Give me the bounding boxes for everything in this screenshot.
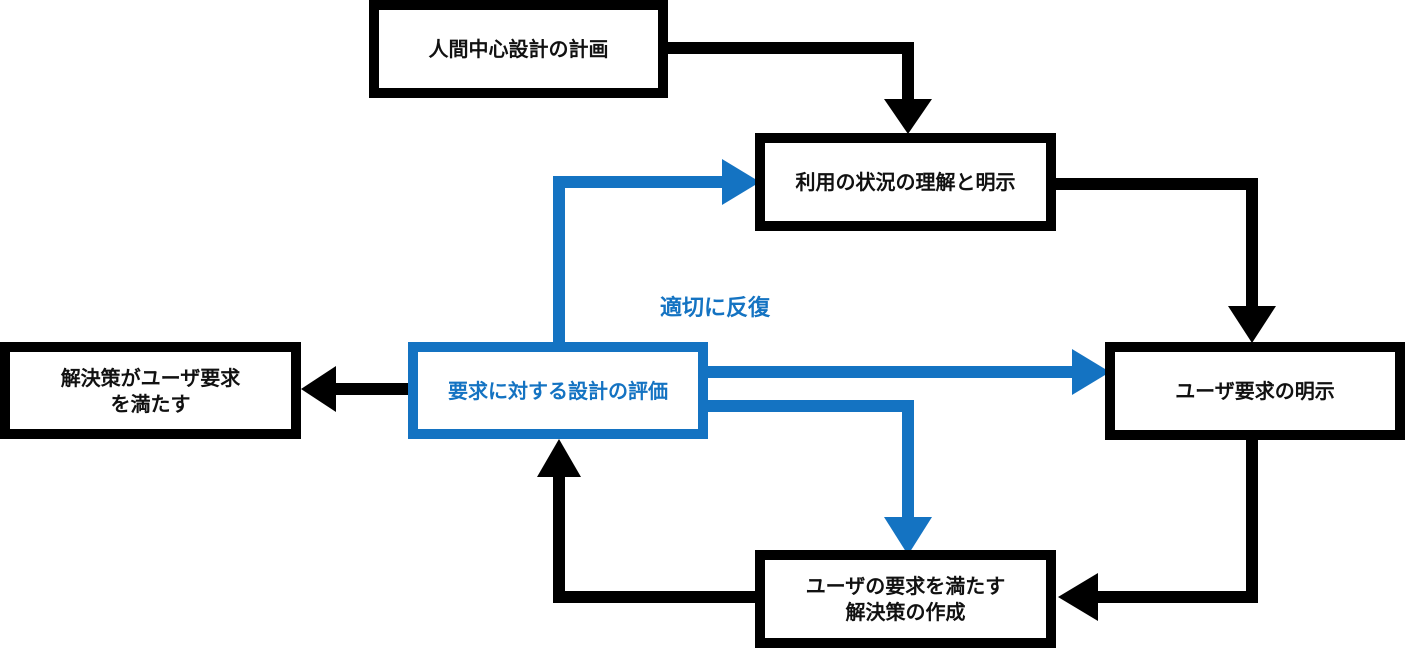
arrowhead-up bbox=[537, 439, 581, 477]
node-design-solutions: ユーザの要求を満たす 解決策の作成 bbox=[755, 550, 1056, 648]
node-context-of-use: 利用の状況の理解と明示 bbox=[755, 133, 1056, 231]
arrow-solution-to-evaluation bbox=[553, 475, 755, 603]
arrowhead-right bbox=[1072, 349, 1110, 395]
node-evaluate-designs: 要求に対する設計の評価 bbox=[408, 342, 708, 439]
arrow-context-to-requirements bbox=[1056, 178, 1258, 308]
iterate-arrow-to-context bbox=[553, 176, 722, 344]
node-requirements-met: 解決策がユーザ要求 を満たす bbox=[0, 342, 301, 439]
arrowhead-down bbox=[884, 517, 932, 555]
node-user-requirements: ユーザ要求の明示 bbox=[1105, 342, 1405, 440]
iterate-label: 適切に反復 bbox=[660, 296, 771, 321]
arrowhead-left bbox=[301, 366, 336, 412]
arrowhead-down bbox=[884, 99, 932, 134]
arrowhead-down bbox=[1228, 306, 1276, 343]
arrow-requirements-to-solution bbox=[1097, 440, 1258, 603]
arrowhead-left bbox=[1058, 573, 1098, 621]
iterate-arrow-to-solution bbox=[708, 400, 914, 519]
node-hcd-planning: 人間中心設計の計画 bbox=[369, 0, 668, 98]
arrowhead-right bbox=[722, 159, 760, 205]
arrow-planning-to-context bbox=[668, 42, 914, 100]
